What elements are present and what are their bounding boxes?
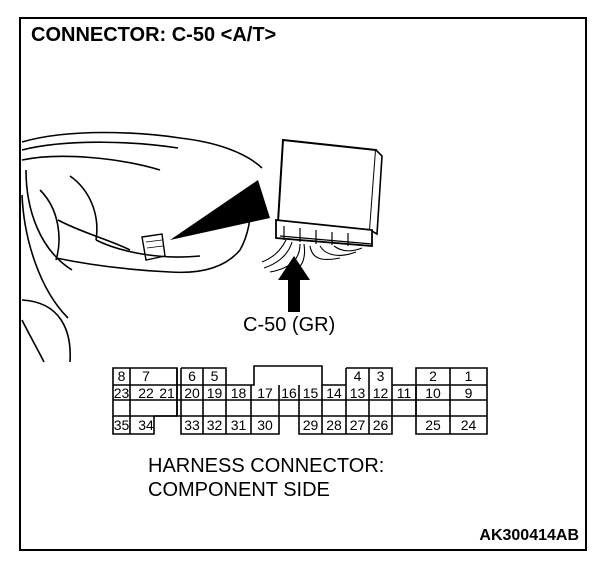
pin-14: 14 bbox=[326, 385, 342, 401]
pin-10: 10 bbox=[425, 385, 441, 401]
pin-25: 25 bbox=[425, 417, 441, 433]
pin-4: 4 bbox=[353, 368, 362, 384]
pin-19: 19 bbox=[206, 385, 223, 401]
pin-9: 9 bbox=[464, 385, 473, 401]
pin-27: 27 bbox=[349, 417, 366, 433]
pin-21: 21 bbox=[159, 385, 175, 401]
pin-20: 20 bbox=[184, 385, 200, 401]
reference-code: AK300414AB bbox=[479, 527, 579, 544]
pin-28: 28 bbox=[326, 417, 342, 433]
pin-31: 31 bbox=[230, 417, 247, 433]
pin-33: 33 bbox=[184, 417, 200, 433]
pin-3: 3 bbox=[376, 368, 385, 384]
pin-29: 29 bbox=[302, 417, 319, 433]
pin-24: 24 bbox=[460, 417, 477, 433]
pin-13: 13 bbox=[349, 385, 366, 401]
pin-2: 2 bbox=[429, 368, 437, 384]
pin-7: 7 bbox=[142, 368, 150, 384]
diagram-title: CONNECTOR: C-50 <A/T> bbox=[31, 24, 277, 46]
pin-1: 1 bbox=[464, 368, 473, 384]
harness-connector-outline bbox=[112, 365, 488, 435]
pin-6: 6 bbox=[188, 368, 196, 384]
dash-connector-icon bbox=[141, 233, 166, 261]
pin-8: 8 bbox=[117, 368, 126, 384]
caption-line-1: HARNESS CONNECTOR: bbox=[148, 455, 385, 477]
caption: HARNESS CONNECTOR: COMPONENT SIDE bbox=[148, 454, 384, 502]
pin-5: 5 bbox=[210, 368, 219, 384]
dashboard-illustration bbox=[21, 131, 488, 435]
pin-22: 22 bbox=[138, 385, 154, 401]
up-arrow bbox=[278, 256, 310, 312]
pin-35: 35 bbox=[113, 417, 130, 433]
connector-label: C-50 (GR) bbox=[243, 314, 336, 336]
pin-18: 18 bbox=[230, 385, 247, 401]
caption-line-2: COMPONENT SIDE bbox=[148, 479, 330, 501]
instrument-panel bbox=[21, 131, 263, 363]
pin-30: 30 bbox=[257, 417, 273, 433]
diagram-frame bbox=[19, 17, 587, 551]
pin-32: 32 bbox=[206, 417, 223, 433]
pin-23: 23 bbox=[113, 385, 130, 401]
pin-34: 34 bbox=[138, 417, 154, 433]
pin-15: 15 bbox=[302, 385, 319, 401]
pin-11: 11 bbox=[396, 385, 412, 401]
pointer-wedge bbox=[170, 180, 270, 240]
pin-16: 16 bbox=[281, 385, 297, 401]
pin-17: 17 bbox=[257, 385, 273, 401]
pin-26: 26 bbox=[372, 417, 389, 433]
control-unit bbox=[275, 138, 383, 247]
pin-12: 12 bbox=[372, 385, 389, 401]
